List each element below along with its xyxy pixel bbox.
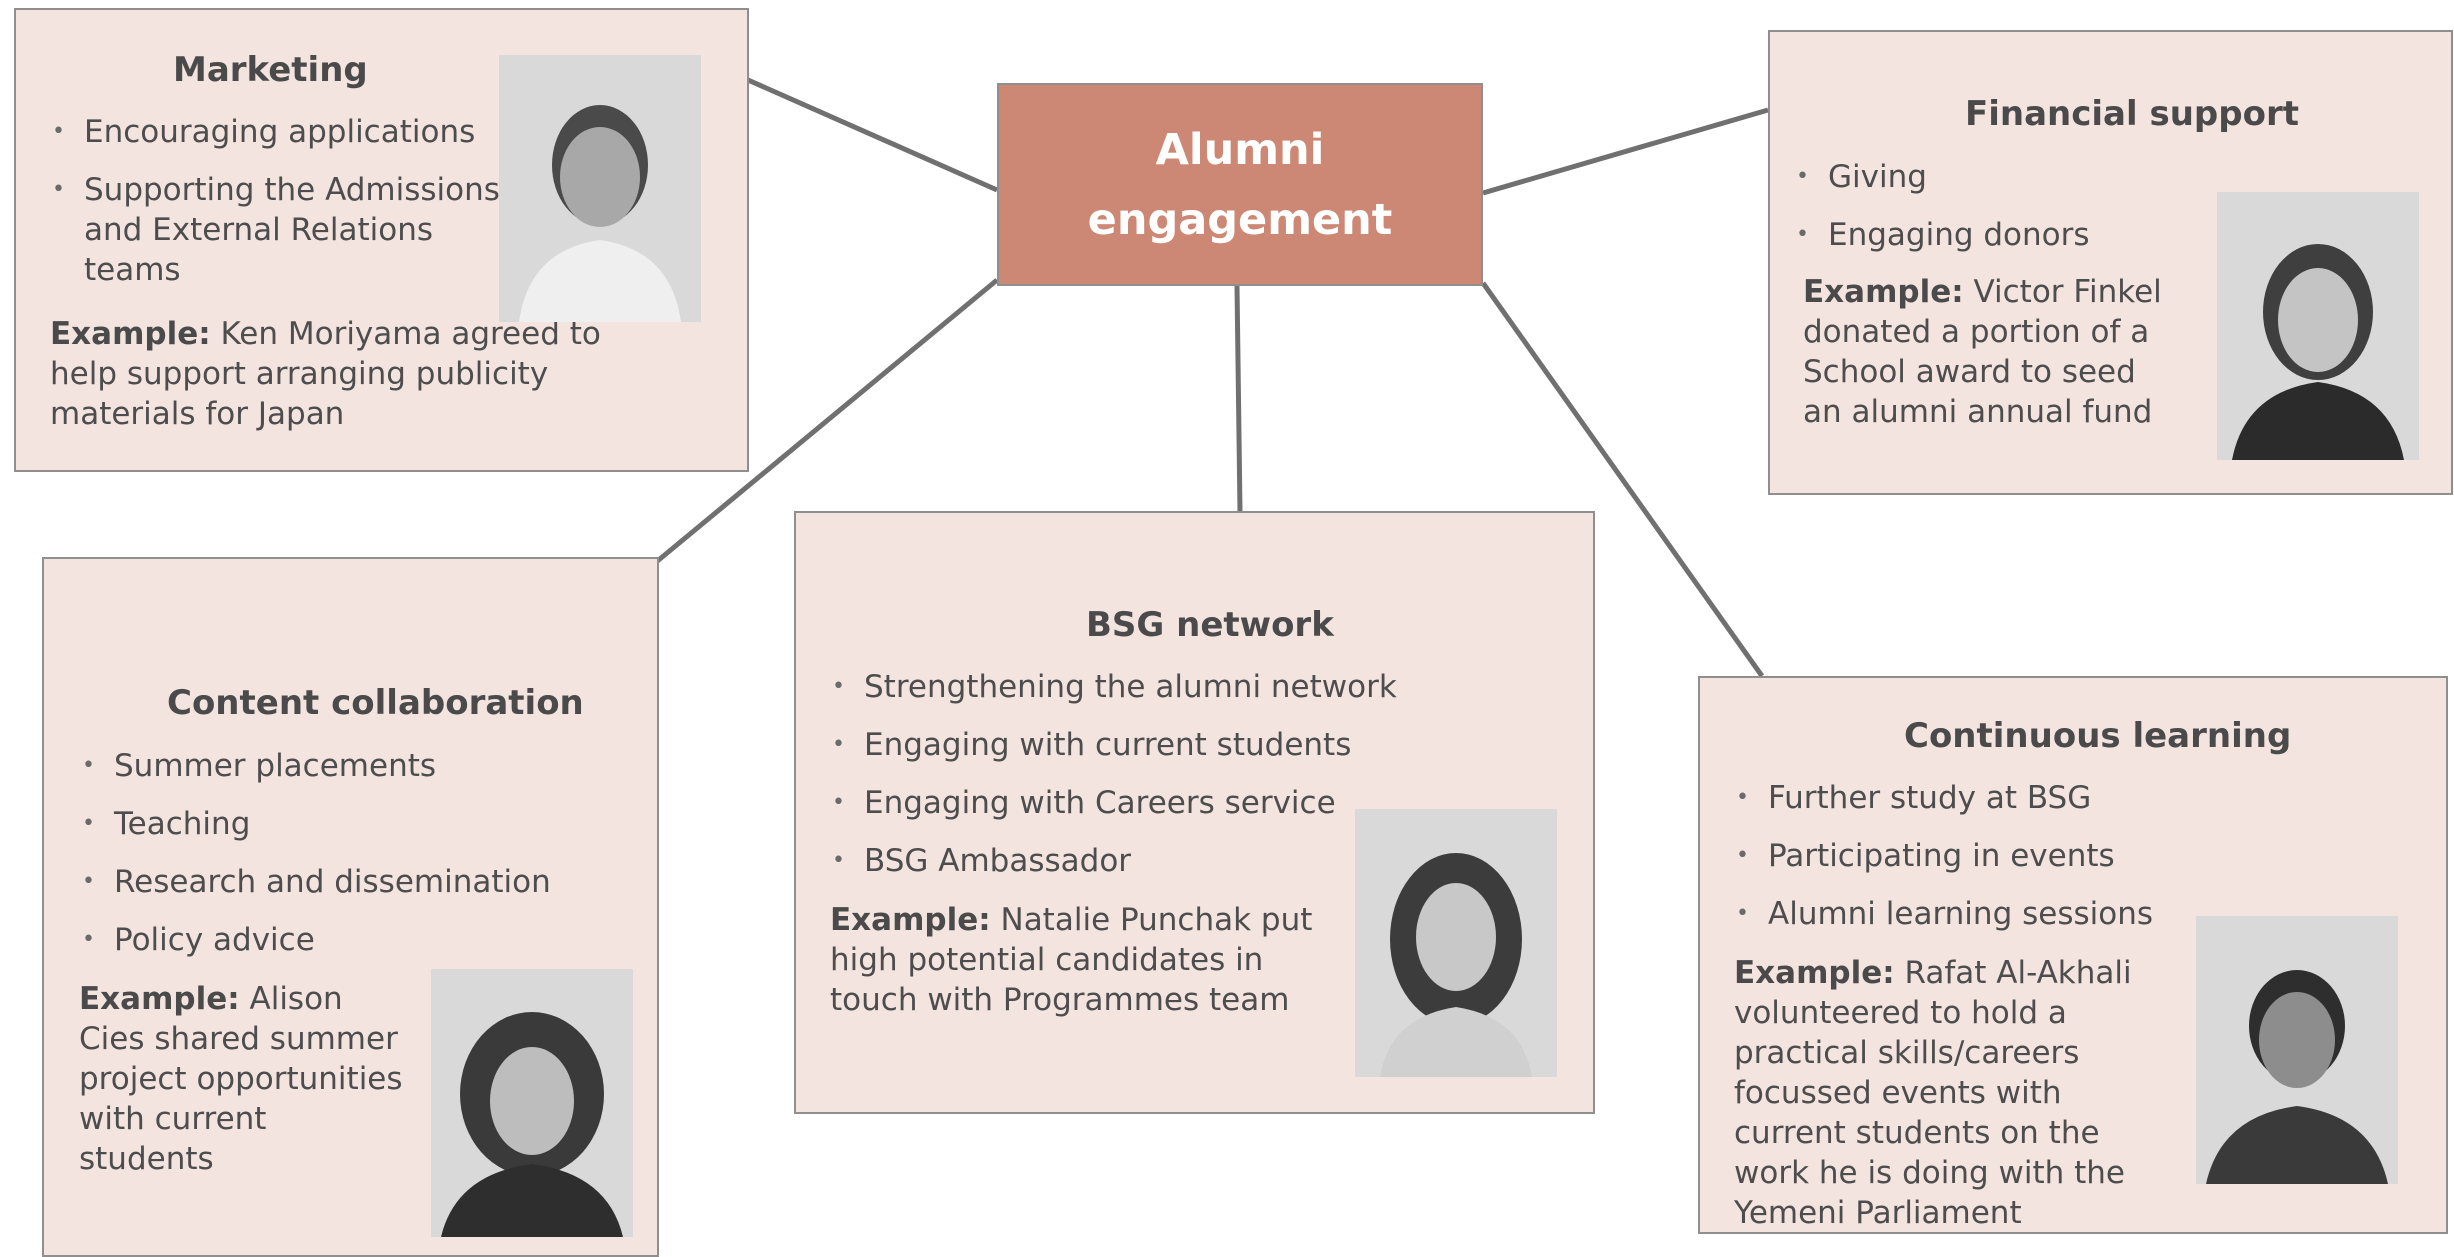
person-photo-icon bbox=[2217, 192, 2419, 460]
list-item: Giving bbox=[1796, 157, 2196, 197]
example-text: Alison Cies shared summer project opport… bbox=[79, 981, 403, 1177]
list-item: Participating in events bbox=[1736, 836, 2156, 876]
example-text: Rafat Al-Akhali volunteered to hold a pr… bbox=[1734, 955, 2132, 1231]
content-title: Content collaboration bbox=[167, 683, 584, 723]
list-item: BSG Ambassador bbox=[832, 841, 1392, 881]
person-photo-icon bbox=[2196, 916, 2398, 1184]
list-item: Alumni learning sessions bbox=[1736, 894, 2156, 934]
list-item: Research and dissemination bbox=[82, 862, 582, 902]
person-photo-icon bbox=[499, 55, 701, 322]
list-item: Teaching bbox=[82, 804, 582, 844]
person-photo-icon bbox=[1355, 809, 1557, 1077]
learning-box: Continuous learning Further study at BSG… bbox=[1698, 676, 2448, 1234]
learning-bullets: Further study at BSG Participating in ev… bbox=[1736, 778, 2156, 952]
marketing-title: Marketing bbox=[173, 50, 368, 90]
connector-content bbox=[653, 278, 999, 565]
content-box: Content collaboration Summer placements … bbox=[42, 557, 659, 1257]
example-text: Ken Moriyama agreed to help support arra… bbox=[50, 316, 601, 432]
network-box: BSG network Strengthening the alumni net… bbox=[794, 511, 1595, 1114]
list-item: Engaging donors bbox=[1796, 215, 2196, 255]
marketing-example: Example: Ken Moriyama agreed to help sup… bbox=[50, 314, 620, 434]
marketing-bullets: Encouraging applications Supporting the … bbox=[52, 112, 522, 308]
connector-financial bbox=[1482, 107, 1769, 196]
alumni-engagement-node: Alumni engagement bbox=[997, 83, 1483, 286]
example-label: Example: bbox=[1803, 274, 1964, 310]
financial-box: Financial support Giving Engaging donors… bbox=[1768, 30, 2453, 495]
network-bullets: Strengthening the alumni network Engagin… bbox=[832, 667, 1397, 899]
network-title: BSG network bbox=[1086, 605, 1334, 645]
center-title: Alumni engagement bbox=[1087, 124, 1393, 245]
learning-title: Continuous learning bbox=[1904, 716, 2292, 756]
example-label: Example: bbox=[830, 902, 991, 938]
person-photo-icon bbox=[431, 969, 633, 1237]
network-example: Example: Natalie Punchak put high potent… bbox=[830, 900, 1320, 1020]
example-text: Victor Finkel donated a portion of a Sch… bbox=[1803, 274, 2162, 430]
financial-title: Financial support bbox=[1965, 94, 2299, 134]
example-text: Natalie Punchak put high potential candi… bbox=[830, 902, 1313, 1018]
list-item: Strengthening the alumni network bbox=[832, 667, 1397, 707]
financial-bullets: Giving Engaging donors bbox=[1796, 157, 2196, 273]
example-label: Example: bbox=[50, 316, 211, 352]
list-item: Supporting the Admissions and External R… bbox=[52, 170, 522, 290]
financial-example: Example: Victor Finkel donated a portion… bbox=[1803, 272, 2163, 432]
content-example: Example: Alison Cies shared summer proje… bbox=[79, 979, 409, 1179]
list-item: Engaging with Careers service bbox=[832, 783, 1392, 823]
list-item: Summer placements bbox=[82, 746, 582, 786]
marketing-box: Marketing Encouraging applications Suppo… bbox=[14, 8, 749, 472]
example-label: Example: bbox=[79, 981, 240, 1017]
list-item: Further study at BSG bbox=[1736, 778, 2156, 818]
connector-learning bbox=[1480, 281, 1765, 678]
example-label: Example: bbox=[1734, 955, 1895, 991]
list-item: Engaging with current students bbox=[832, 725, 1392, 765]
content-bullets: Summer placements Teaching Research and … bbox=[82, 746, 582, 978]
connector-marketing bbox=[746, 77, 999, 193]
learning-example: Example: Rafat Al-Akhali volunteered to … bbox=[1734, 953, 2174, 1233]
list-item: Encouraging applications bbox=[52, 112, 522, 152]
connector-network bbox=[1234, 285, 1243, 512]
list-item: Policy advice bbox=[82, 920, 582, 960]
